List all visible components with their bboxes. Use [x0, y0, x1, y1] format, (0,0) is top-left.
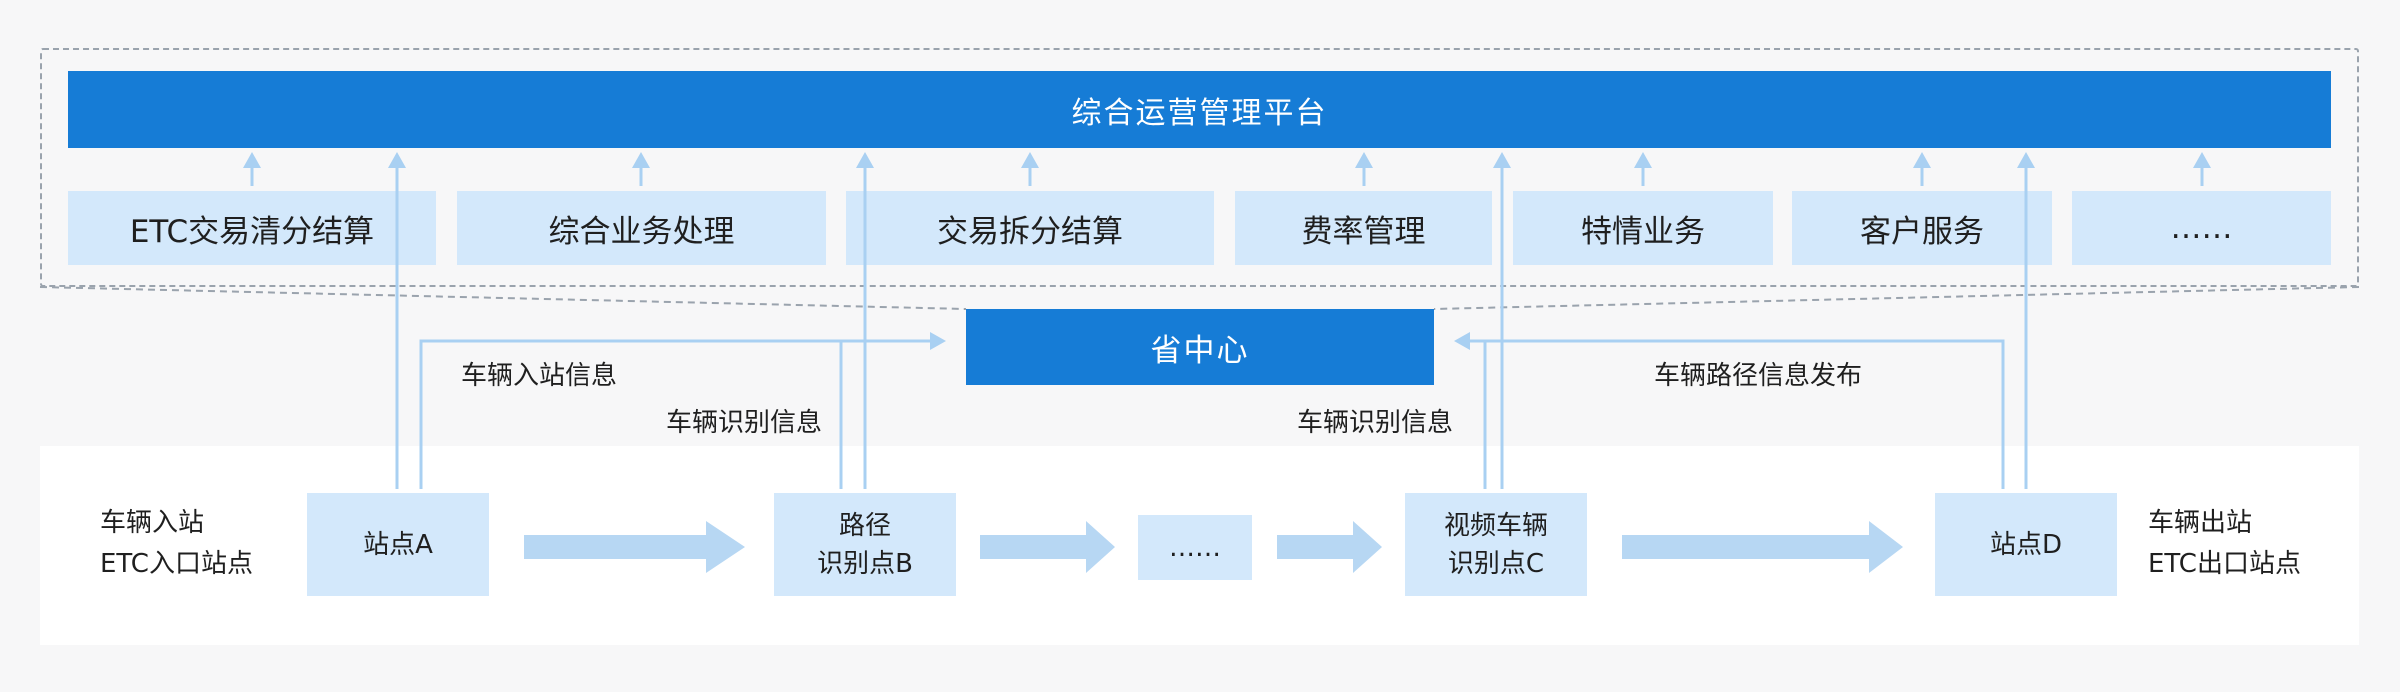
entry-info-label: 车辆入站信息: [461, 361, 618, 391]
module-etc-clearing: ETC交易清分结算: [68, 191, 436, 265]
module-label: 特情业务: [1581, 213, 1705, 250]
recognition-info-left-label: 车辆识别信息: [666, 408, 823, 438]
uplink-lines: [395, 166, 2028, 489]
module-label: 综合业务处理: [548, 213, 735, 250]
node-label-line-1: 视频车辆: [1443, 510, 1548, 541]
module-transaction-split: 交易拆分结算: [846, 191, 1214, 265]
node-label: 站点D: [1989, 529, 2063, 560]
road-flow-arrows: [524, 521, 1903, 573]
node-label: ……: [1169, 532, 1221, 563]
module-up-arrowheads: [243, 152, 2211, 168]
entry-side-label: 车辆入站 ETC入口站点: [100, 503, 253, 585]
module-customer-service: 客户服务: [1792, 191, 2052, 265]
node-label-line-2: 识别点C: [1447, 548, 1545, 579]
dashed-funnel-lines: [39, 286, 2360, 310]
module-label: ……: [2170, 210, 2233, 246]
province-center-box: 省中心: [966, 309, 1434, 385]
exit-side-line-2: ETC出口站点: [2148, 549, 2301, 579]
module-label: 客户服务: [1860, 213, 1984, 250]
module-label: 交易拆分结算: [937, 213, 1123, 250]
module-more: ……: [2072, 191, 2331, 265]
entry-side-line-2: ETC入口站点: [100, 549, 253, 579]
module-label: ETC交易清分结算: [129, 213, 375, 250]
route-info-publish-label: 车辆路径信息发布: [1654, 361, 1863, 391]
recognition-info-right-label: 车辆识别信息: [1297, 408, 1454, 438]
module-integrated-business: 综合业务处理: [457, 191, 826, 265]
node-label-line-1: 路径: [838, 510, 891, 541]
province-links: [419, 339, 2005, 489]
station-d-node: 站点D: [1935, 493, 2117, 596]
entry-side-line-1: 车辆入站: [100, 508, 205, 538]
uplink-arrowheads: [388, 152, 2035, 168]
module-special-business: 特情业务: [1513, 191, 1773, 265]
module-up-arrows: [250, 166, 2204, 186]
exit-side-line-1: 车辆出站: [2148, 508, 2253, 538]
platform-group-frame: [40, 48, 2359, 287]
platform-title-bar: 综合运营管理平台: [68, 71, 2331, 148]
module-label: 费率管理: [1301, 213, 1426, 250]
video-point-c-node: 视频车辆 识别点C: [1405, 493, 1587, 596]
exit-side-label: 车辆出站 ETC出口站点: [2148, 503, 2301, 585]
ellipsis-node: ……: [1138, 515, 1252, 580]
platform-title: 综合运营管理平台: [1071, 95, 1328, 131]
module-rate-management: 费率管理: [1235, 191, 1492, 265]
node-label-line-2: 识别点B: [817, 548, 913, 579]
route-point-b-node: 路径 识别点B: [774, 493, 956, 596]
province-center-label: 省中心: [1150, 332, 1250, 369]
node-label: 站点A: [363, 529, 433, 560]
station-a-node: 站点A: [307, 493, 489, 596]
province-link-arrowheads: [930, 332, 1470, 350]
